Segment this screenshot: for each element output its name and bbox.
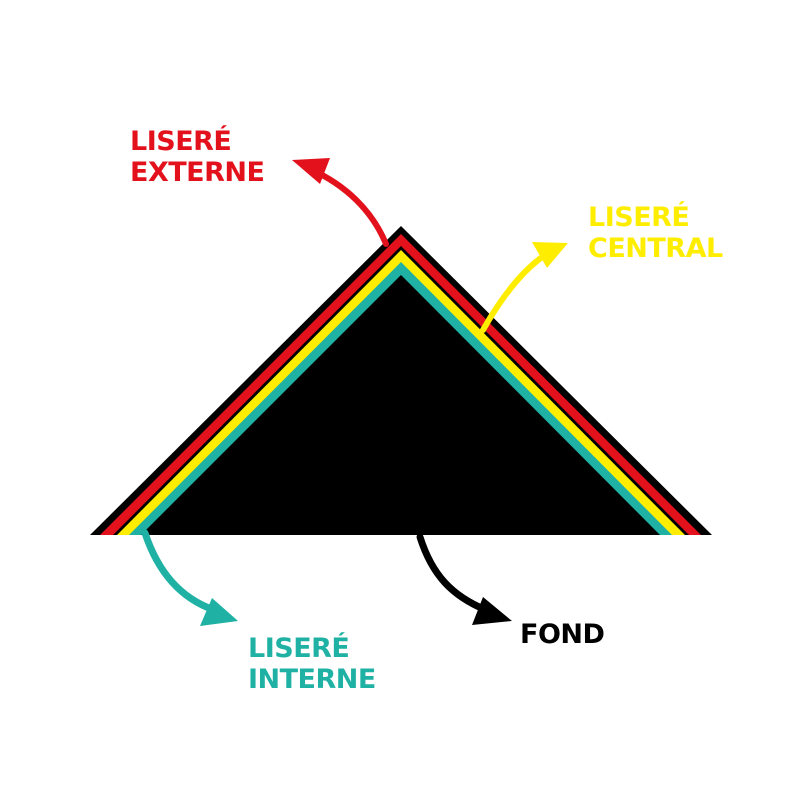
inner-stripe-label: LISERÉ INTERNE [248,633,376,695]
outer-stripe-arrow [309,167,389,247]
background-label-text: FOND [520,619,605,650]
central-stripe-arrow [480,252,548,333]
background-triangle [141,275,660,535]
background-label: FOND [520,619,605,650]
central-stripe-label: LISERÉ CENTRAL [588,202,723,264]
central-stripe-arrowhead [532,242,568,268]
outer-stripe-arrowhead [292,158,330,184]
inner-stripe-arrowhead [200,598,238,626]
outer-stripe-label-line2: EXTERNE [130,157,265,188]
inner-stripe-label-line2: INTERNE [248,664,376,695]
outer-stripe-label: LISERÉ EXTERNE [130,126,265,188]
background-arrow [416,533,490,614]
central-stripe-label-line1: LISERÉ [588,202,690,233]
inner-stripe-label-line1: LISERÉ [248,633,350,664]
central-stripe-label-line2: CENTRAL [588,233,723,264]
inner-stripe-arrow [141,529,218,614]
background-arrowhead [472,597,512,625]
outer-stripe-label-line1: LISERÉ [130,126,232,157]
